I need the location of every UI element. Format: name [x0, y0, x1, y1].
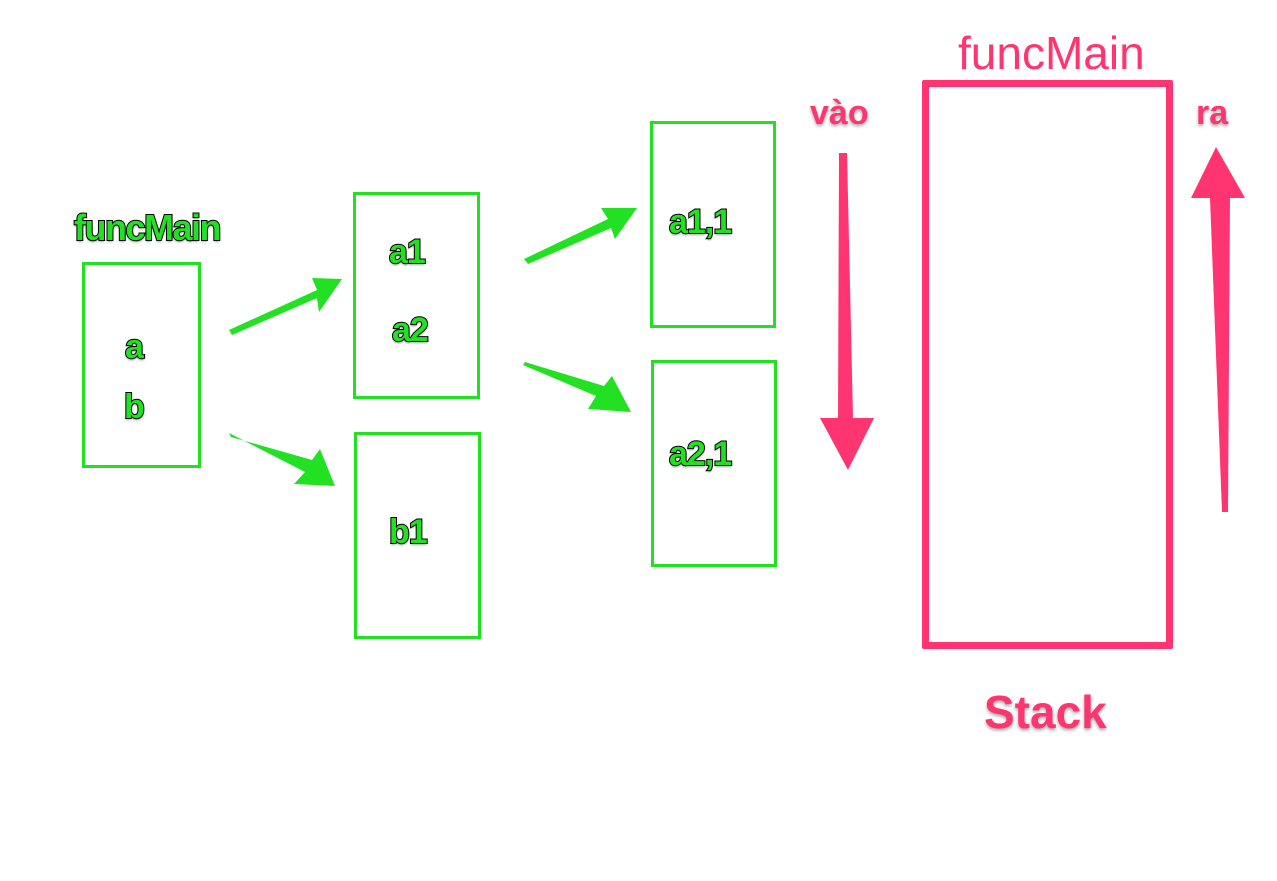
a-children-box [353, 192, 480, 399]
a2-child-box [651, 360, 777, 567]
arrow-a-to-a1a2 [229, 278, 342, 335]
a1-child-label: a1,1 [668, 203, 733, 241]
stack-bottom-label: Stack [983, 686, 1108, 738]
b-child-b1: b1 [388, 513, 429, 551]
stack-box [922, 80, 1173, 649]
pop-label: ra [1195, 94, 1229, 132]
arrow-a2-to-a21 [523, 362, 631, 412]
root-item-a: a [124, 328, 145, 366]
a-child-a1: a1 [388, 233, 427, 271]
pop-arrow [1191, 147, 1245, 512]
stack-top-label: funcMain [958, 27, 1145, 79]
root-function-title: funcMain [73, 207, 223, 248]
push-arrow [820, 153, 874, 470]
root-item-b: b [123, 388, 146, 426]
root-function-box [82, 262, 201, 468]
arrow-b-to-b1 [229, 433, 335, 486]
a1-child-box [650, 121, 776, 328]
a-child-a2: a2 [391, 311, 430, 349]
b-children-box [354, 432, 481, 639]
push-label: vào [809, 94, 870, 132]
a2-child-label: a2,1 [668, 435, 733, 473]
arrow-a1-to-a11 [524, 208, 637, 264]
